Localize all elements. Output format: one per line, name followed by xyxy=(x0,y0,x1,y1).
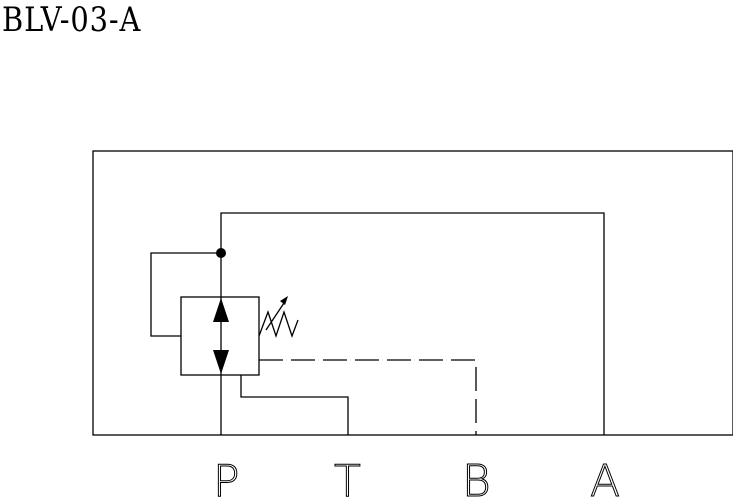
port-label-b: B xyxy=(462,456,491,500)
arrow-up-icon xyxy=(213,298,229,322)
drain-line-b xyxy=(259,359,477,435)
adjust-arrowhead-icon xyxy=(280,296,288,305)
line-t xyxy=(240,375,349,435)
spring-icon xyxy=(258,309,299,339)
manifold-block xyxy=(92,150,733,436)
adjust-arrow-icon xyxy=(265,299,287,331)
junction-dot xyxy=(216,248,226,258)
port-label-t: T xyxy=(334,456,361,500)
pilot-line xyxy=(150,252,221,337)
line-p-to-a xyxy=(220,212,605,435)
page-title: BLV-03-A xyxy=(2,0,142,40)
arrow-down-icon xyxy=(213,350,229,374)
port-label-a: A xyxy=(590,456,620,500)
port-label-p: P xyxy=(213,456,240,500)
